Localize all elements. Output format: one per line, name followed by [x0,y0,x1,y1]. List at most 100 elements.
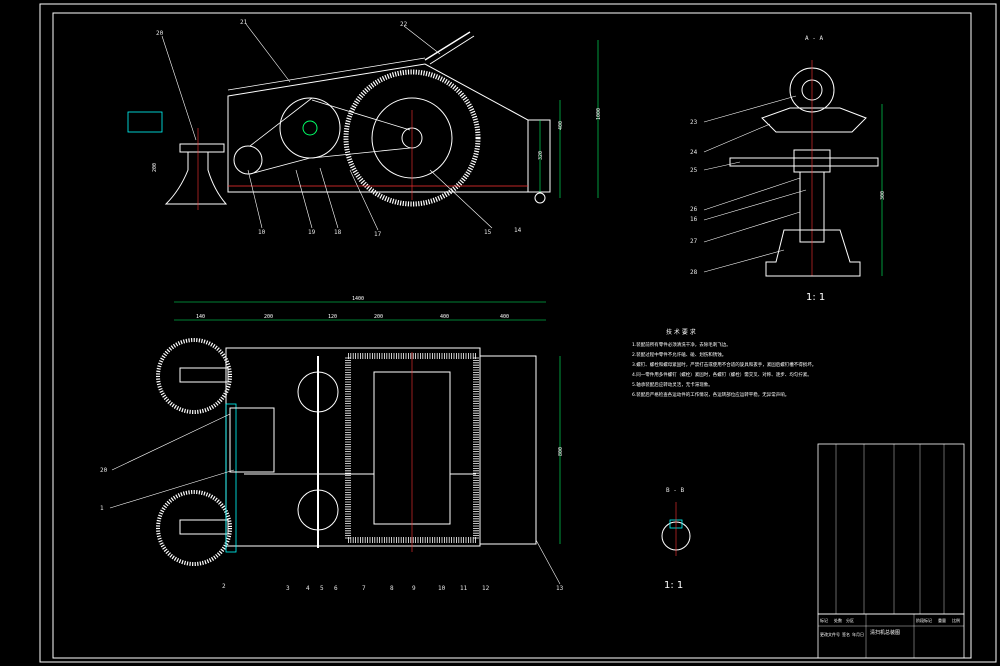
callout-plan-1: 1 [100,505,104,512]
callout-plan-7: 7 [362,585,366,592]
plan-width: 800 [558,447,564,456]
side-belt-top [249,97,313,147]
callout-plan-20: 20 [100,467,108,474]
callout-side-22: 22 [400,21,408,28]
section-base [765,229,861,277]
plan-view: 1400 140 200 120 200 400 400 800 20 [100,296,564,592]
callout-plan-9: 9 [412,585,416,592]
sheet-outer-border [39,3,997,663]
callout-side-19: 19 [308,229,316,236]
leader-16 [703,189,807,221]
callout-plan-10: 10 [438,585,446,592]
technical-notes: 技 术 要 求 1.装配前所有零件必须清洗干净，去除毛刺飞边。 2.装配过程中零… [632,328,816,398]
note-5: 5.轴承装配后应转动灵活，无卡滞现象。 [632,381,713,388]
callout-side-15: 15 [484,229,492,236]
plan-arm-top [179,367,229,383]
plan-seg-4: 400 [440,314,449,320]
note-6: 6.装配后严格检查各运动件的工作情况，各运转部位应运转平稳，无异常声响。 [632,391,789,398]
side-detail-box [127,111,163,133]
leader-21 [245,23,291,83]
callout-section-25: 25 [690,167,698,174]
leader-10 [247,169,263,229]
plan-motor [229,407,275,473]
note-3: 3.螺钉、螺栓和螺母紧固时，严禁打击或使用不合适的旋具和扳手，紧固后螺钉槽不得损… [632,361,816,368]
scale-bottom: 1: 1 [664,580,683,591]
parts-list [817,443,965,615]
plan-seg-0: 140 [196,314,205,320]
callout-side-20: 20 [156,30,164,37]
tb-label-3: 更改文件号 [820,631,840,637]
leader-23 [703,95,797,123]
side-brush-outer [343,69,481,207]
plan-brush-bottom [156,490,232,566]
callout-section-27: 27 [690,238,698,245]
leader-24 [703,123,771,153]
note-2: 2.装配过程中零件不允许磕、碰、划伤和锈蚀。 [632,351,726,358]
section-bevel-gear [761,107,867,133]
side-belt-bottom [249,157,311,175]
dim-height-side: 1000 [596,108,602,120]
handle-2 [429,35,475,65]
callout-section-28: 28 [690,269,698,276]
side-belt-2 [311,99,411,131]
tb-right-0: 阶段标记 [916,617,932,623]
tb-label-5: 年月日 [852,631,864,637]
side-pulley-small [233,145,263,175]
side-view: 1000 400 320 200 20 21 22 10 19 18 17 15… [127,19,602,238]
plan-seg-3: 200 [374,314,383,320]
sheet-inner-border [52,12,972,659]
leader-26 [703,177,801,211]
plan-seg-1: 200 [264,314,273,320]
tb-right-1: 重量 [938,617,946,623]
side-motor-box [527,119,551,193]
callout-plan-4: 4 [306,585,310,592]
plan-rear-box [479,355,537,545]
tb-drawing-name: 清扫机总装图 [870,629,900,636]
detail-label: B - B [666,487,684,494]
handle [424,31,471,61]
plan-overall-length: 1400 [352,296,364,302]
dim-height-left: 200 [152,163,158,172]
note-1: 1.装配前所有零件必须清洗干净，去除毛刺飞边。 [632,341,731,348]
callout-side-21: 21 [240,19,248,26]
callout-side-10: 10 [258,229,266,236]
leader-19 [295,169,313,229]
housing-lid [227,57,426,91]
section-view: A - A 300 23 24 25 26 16 27 28 1: 1 [690,35,886,303]
section-dim-height: 300 [880,191,886,200]
tb-label-2: 分区 [846,617,854,623]
dim-height-side-3: 320 [538,151,544,160]
leader-plan-13 [535,539,561,585]
dim-height-side-2: 400 [558,121,564,130]
callout-plan-12: 12 [482,585,490,592]
note-4: 4.同一零件用多件螺钉（螺栓）紧固时，各螺钉（螺栓）需交叉、对称、逐步、均匀拧紧… [632,371,812,378]
callout-side-14: 14 [514,227,522,234]
plan-seg-5: 400 [500,314,509,320]
plan-side-rail [225,403,237,553]
plan-seg-2: 120 [328,314,337,320]
detail-view: B - B 1: 1 [661,487,691,591]
leader-17 [349,169,379,231]
tb-label-1: 处数 [834,617,842,623]
callout-section-24: 24 [690,149,698,156]
title-block: 标记 处数 分区 更改文件号 签名 年月日 清扫机总装图 阶段标记 重量 比例 [817,443,965,659]
tb-label-4: 签名 [842,631,850,637]
side-pulley-large [279,97,341,159]
section-label: A - A [805,35,823,42]
callout-section-23: 23 [690,119,698,126]
callout-plan-13: 13 [556,585,564,592]
leader-20 [161,35,197,141]
callout-plan-8: 8 [390,585,394,592]
leader-28 [703,249,785,273]
tb-right-2: 比例 [952,617,960,623]
leader-27 [703,211,801,243]
leader-15 [429,169,493,229]
callout-plan-6: 6 [334,585,338,592]
callout-side-17: 17 [374,231,382,238]
callout-section-26: 26 [690,206,698,213]
callout-section-16: 16 [690,216,698,223]
leader-plan-1 [109,469,235,509]
scale-top: 1: 1 [806,292,825,303]
callout-plan-11: 11 [460,585,468,592]
